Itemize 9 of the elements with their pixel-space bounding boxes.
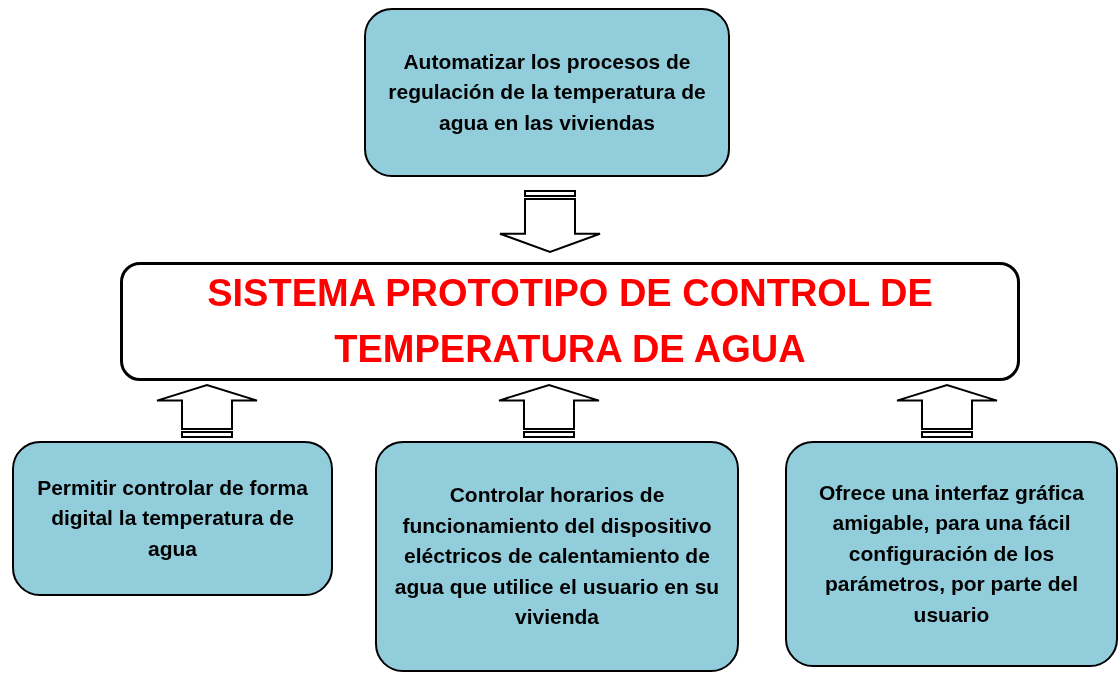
goal-box: Ofrece una interfaz gráfica amigable, para una fácil configuración de los parámetros, por parte del usuario — [785, 441, 1118, 667]
title-box: SISTEMA PROTOTIPO DE CONTROL DE TEMPERATURA DE AGUA — [120, 262, 1020, 381]
block-arrow — [156, 383, 258, 438]
goal-box: Automatizar los procesos de regulación de la temperatura de agua en las viviendas — [364, 8, 730, 177]
block-arrow — [498, 383, 600, 438]
goal-box: Permitir controlar de forma digital la temperatura de agua — [12, 441, 333, 596]
block-arrow — [499, 190, 601, 254]
block-arrow — [896, 383, 998, 438]
goal-box: Controlar horarios de funcionamiento del dispositivo eléctricos de calentamiento de agua que utilice el usuario en su vivienda — [375, 441, 739, 672]
